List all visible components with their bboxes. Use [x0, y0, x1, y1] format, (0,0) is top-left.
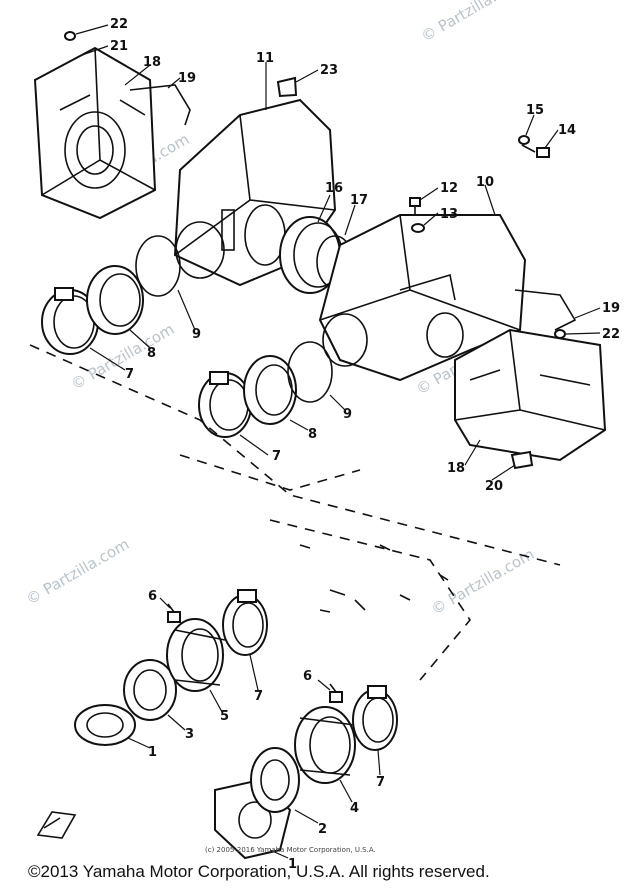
screw-22-upper — [64, 31, 76, 41]
callout-21: 21 — [110, 39, 128, 54]
small-fragments — [299, 544, 449, 613]
callout-8-b: 8 — [308, 427, 317, 442]
front-arrow-mark — [36, 811, 77, 839]
hose-band-7-c — [222, 589, 268, 656]
callout-8-a: 8 — [147, 346, 156, 361]
callout-14: 14 — [558, 123, 576, 138]
callout-6-a: 6 — [148, 589, 157, 604]
callout-22-upper: 22 — [110, 17, 128, 32]
callout-9-b: 9 — [343, 407, 352, 422]
washer-15 — [518, 135, 530, 145]
callout-19-lower: 19 — [602, 301, 620, 316]
callout-6-b: 6 — [303, 669, 312, 684]
watermark: © Partzilla.com — [428, 545, 537, 618]
hose-band-7-b — [198, 371, 252, 438]
screw-6-a — [167, 603, 181, 623]
callout-7-c: 7 — [254, 689, 263, 704]
callout-4: 4 — [350, 801, 359, 816]
callout-3: 3 — [185, 727, 194, 742]
callout-7-a: 7 — [125, 367, 134, 382]
o-ring-9-b — [287, 341, 333, 403]
tab-23 — [276, 76, 298, 98]
fine-print: (c) 2005-2016 Yamaha Motor Corporation, … — [205, 846, 376, 854]
callout-22-lower: 22 — [602, 327, 620, 342]
callout-23: 23 — [320, 63, 338, 78]
leader-lines — [75, 24, 601, 859]
callout-12: 12 — [440, 181, 458, 196]
screw-22-lower — [554, 329, 566, 339]
callout-7-b: 7 — [272, 449, 281, 464]
strap-right — [514, 289, 577, 331]
callout-5: 5 — [220, 709, 229, 724]
hose-band-7-d — [352, 685, 398, 751]
callout-15: 15 — [526, 103, 544, 118]
bolt-14 — [521, 144, 550, 158]
callout-10: 10 — [476, 175, 494, 190]
reference-line — [179, 454, 361, 491]
joint-8-a — [86, 265, 144, 335]
callout-17: 17 — [350, 193, 368, 208]
callout-1-b: 1 — [288, 857, 297, 872]
callout-18-upper: 18 — [143, 55, 161, 70]
bracket-1-a — [74, 704, 136, 746]
bolt-12 — [409, 197, 421, 214]
watermark: © Partzilla.com — [23, 535, 132, 608]
watermark: © Partzilla.com — [418, 0, 527, 45]
copyright-footer: ©2013 Yamaha Motor Corporation, U.S.A. A… — [28, 862, 490, 881]
gasket-3-a — [123, 659, 177, 721]
callout-7-d: 7 — [376, 775, 385, 790]
washer-13 — [411, 223, 425, 233]
callout-20: 20 — [485, 479, 503, 494]
screw-6-b — [329, 683, 343, 703]
o-ring-9-a — [135, 235, 181, 297]
callout-11: 11 — [256, 51, 274, 66]
gasket-2 — [250, 747, 300, 813]
callout-13: 13 — [440, 207, 458, 222]
callout-9-a: 9 — [192, 327, 201, 342]
callout-2: 2 — [318, 822, 327, 837]
strap-upper — [129, 84, 191, 126]
air-box-right — [318, 214, 527, 382]
reference-line — [29, 344, 561, 566]
callout-1-a: 1 — [148, 745, 157, 760]
callout-18-lower: 18 — [447, 461, 465, 476]
carb-joint-4 — [294, 706, 356, 784]
cover-box-upper-left — [33, 46, 157, 220]
reference-line — [269, 519, 471, 681]
callout-19-upper: 19 — [178, 71, 196, 86]
callout-16: 16 — [325, 181, 343, 196]
clip-20 — [510, 450, 534, 470]
carb-joint-5 — [166, 618, 226, 692]
cover-box-lower-right — [454, 328, 607, 462]
